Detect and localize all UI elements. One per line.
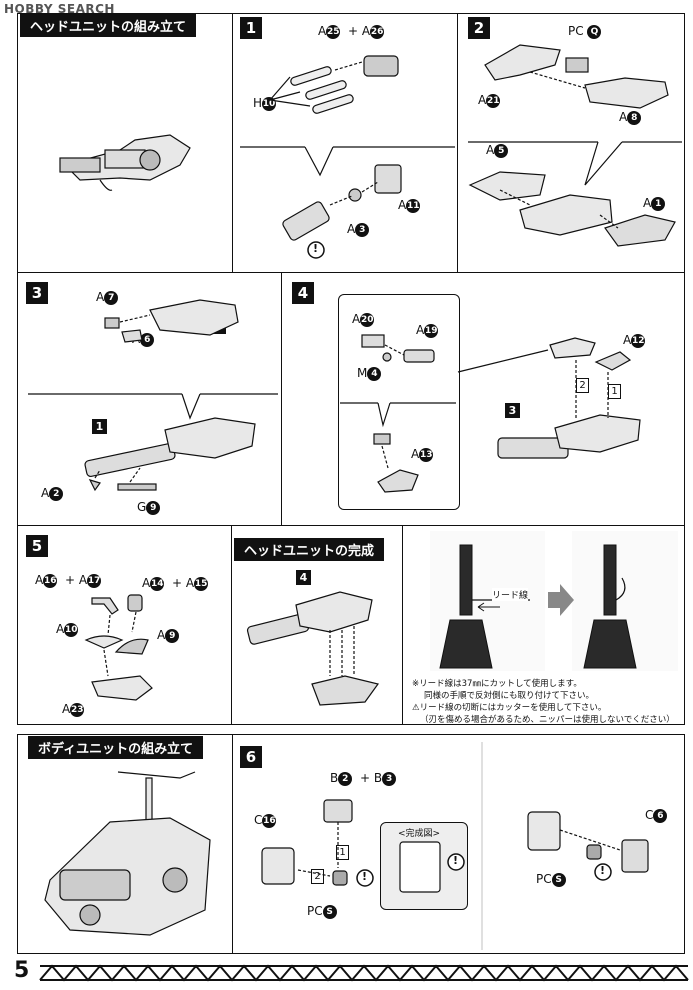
step3-ref-bottom: 1 [92, 419, 107, 434]
step1-label-a25: A25 [318, 24, 341, 39]
step5-label-a16: A16 [35, 573, 58, 588]
watermark-logo: HOBBY SEARCH [4, 2, 115, 16]
step1-label-a11: A11 [398, 198, 421, 213]
step2-label-a21: A21 [478, 93, 501, 108]
step1-caution-mark: ! [313, 242, 319, 255]
step4-order-1: 1 [608, 384, 621, 399]
step4-label-a19: A19 [416, 323, 439, 338]
head-done-ref: 4 [296, 570, 311, 585]
head-done-title: ヘッドユニットの完成 [234, 538, 385, 561]
step5-label-a14: A14 [142, 576, 165, 591]
step6-number: 6 [240, 746, 262, 768]
step6-order-1: 1 [336, 845, 349, 860]
note-line-4: （刃を傷める場合があるため、ニッパーは使用しないでください） [420, 715, 675, 725]
step1-number: 1 [240, 17, 262, 39]
step6-caution-2: ! [453, 854, 459, 867]
step5-number: 5 [26, 535, 48, 557]
step2-label-pcq: PC Q [568, 24, 602, 39]
step1-label-a26: + A26 [348, 24, 385, 39]
note-line-2: 同様の手順で反対側にも取り付けて下さい。 [424, 691, 595, 701]
step4-ref: 3 [505, 403, 520, 418]
step4-label-a13: A13 [411, 447, 434, 462]
step4-label-a12: A12 [623, 333, 646, 348]
step4-number: 4 [292, 282, 314, 304]
step5-label-a17: + A17 [65, 573, 102, 588]
body-unit-title: ボディユニットの組み立て [28, 736, 204, 759]
step1-panel [232, 13, 458, 273]
note-line-1: ※リード線は37㎜にカットして使用します。 [412, 679, 582, 689]
step3-number: 3 [26, 282, 48, 304]
step4-label-a20: A20 [352, 312, 375, 327]
page-number: 5 [14, 958, 30, 983]
step5-label-a15: + A15 [172, 576, 209, 591]
step6-complete-label: <完成図> [398, 829, 441, 839]
step5-label-a10: A10 [56, 622, 79, 637]
step6-label-c16: C16 [254, 813, 277, 828]
step6-caution-3: ! [600, 864, 606, 877]
note-line-3: ⚠リード線の切断にはカッターを使用して下さい。 [412, 703, 607, 713]
lead-wire-label: リード線 [492, 588, 529, 601]
step6-caution-1: ! [362, 870, 368, 883]
lead-wire-photo-box [402, 525, 685, 725]
step2-number: 2 [468, 17, 490, 39]
head-unit-title: ヘッドユニットの組み立て [20, 14, 197, 37]
step5-label-a23: A23 [62, 702, 85, 717]
